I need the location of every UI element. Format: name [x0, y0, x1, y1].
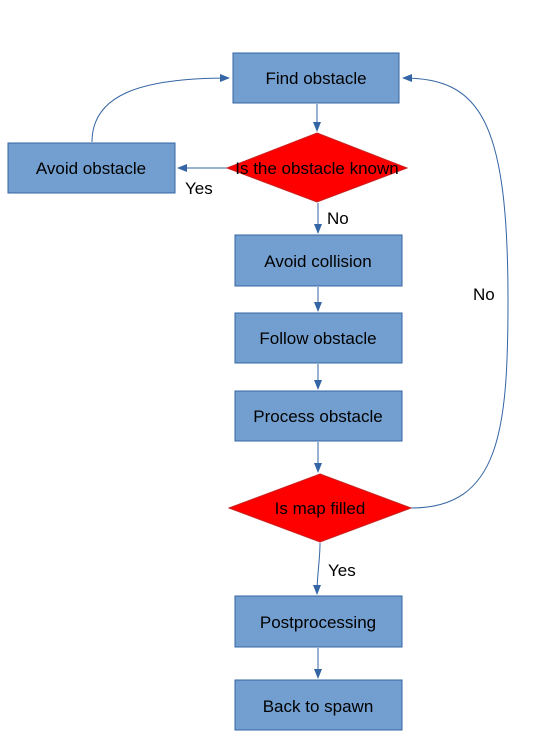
- decision-diamond: [227, 473, 413, 543]
- follow-obstacle-label: Follow obstacle: [259, 329, 376, 348]
- postprocessing-label: Postprocessing: [260, 613, 376, 632]
- is-obstacle-known-label: Is the obstacle known: [235, 159, 398, 178]
- process-box: [234, 390, 403, 442]
- edge-label-known-yes: Yes: [185, 179, 213, 198]
- avoid-collision-label: Avoid collision: [264, 252, 371, 271]
- edge-label-map-filled-yes: Yes: [328, 561, 356, 580]
- avoid-obstacle-label: Avoid obstacle: [36, 159, 146, 178]
- node-avoid-obstacle: Avoid obstacle: [7, 142, 176, 194]
- node-follow-obstacle: Follow obstacle: [234, 312, 403, 364]
- node-is-map-filled: Is map filled: [227, 473, 413, 543]
- edge-label-map-filled-no: No: [473, 285, 495, 304]
- find-obstacle-label: Find obstacle: [265, 69, 366, 88]
- process-box: [7, 142, 176, 194]
- is-map-filled-label: Is map filled: [275, 499, 366, 518]
- process-box: [232, 52, 400, 104]
- connector-map-filled-yes-to-postprocessing: [313, 542, 322, 595]
- process-box: [234, 312, 403, 364]
- edge-label-known-no: No: [327, 209, 349, 228]
- connectors: [91, 74, 509, 679]
- process-obstacle-label: Process obstacle: [253, 407, 382, 426]
- node-find-obstacle: Find obstacle: [232, 52, 400, 104]
- process-box: [234, 595, 403, 648]
- decision-diamond: [225, 132, 409, 203]
- connector-map-filled-no-to-find: [402, 74, 509, 509]
- node-process-obstacle: Process obstacle: [234, 390, 403, 442]
- node-back-to-spawn: Back to spawn: [234, 679, 403, 731]
- process-box: [234, 679, 403, 731]
- connector-avoid-obstacle-to-find: [91, 74, 230, 143]
- node-is-obstacle-known: Is the obstacle known: [225, 132, 409, 203]
- node-postprocessing: Postprocessing: [234, 595, 403, 648]
- back-to-spawn-label: Back to spawn: [263, 697, 374, 716]
- process-box: [234, 234, 403, 287]
- node-avoid-collision: Avoid collision: [234, 234, 403, 287]
